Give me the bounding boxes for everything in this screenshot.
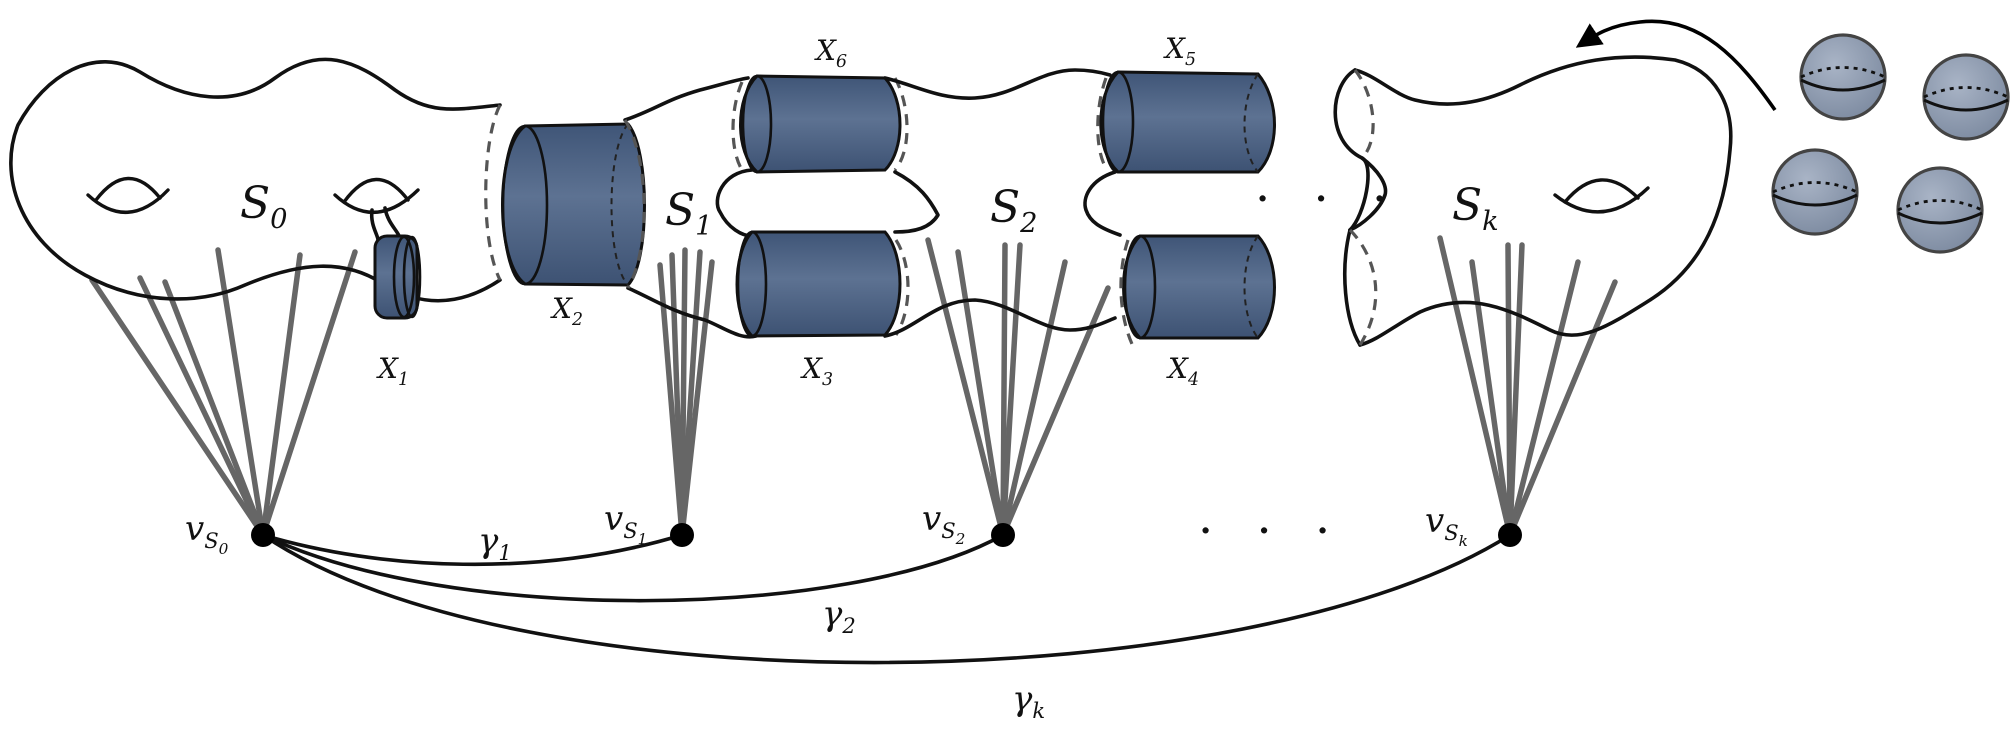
cylinder-x3	[735, 230, 910, 338]
cylinder-x4	[1119, 234, 1276, 345]
label-v-s1: vS1	[604, 499, 647, 548]
surface-ellipsis: · · ·	[1255, 171, 1401, 227]
hole-icon	[94, 176, 162, 202]
vertex-s2	[991, 523, 1015, 547]
label-x4: X4	[1166, 352, 1199, 390]
graph-edges	[261, 533, 1511, 665]
label-s0: S0	[240, 178, 288, 235]
cylinder-x5	[1096, 70, 1276, 174]
label-x1: X1	[376, 352, 409, 390]
sphere-icon	[1771, 148, 1859, 236]
hole-handle	[369, 208, 380, 242]
surface-sk	[1333, 55, 1733, 347]
cylinder-x6	[731, 74, 909, 174]
label-x3: X3	[800, 352, 833, 390]
cylinder-x2	[501, 122, 646, 287]
label-sk: Sk	[1452, 180, 1499, 237]
surface-s1-outline	[623, 76, 750, 122]
sphere-icon	[1799, 33, 1887, 121]
sphere-icon	[1896, 166, 1984, 254]
arrow-icon	[1575, 19, 1777, 112]
sphere-collection	[1575, 19, 2010, 254]
edge-gamma-1	[262, 533, 683, 567]
surface-s2-outline	[883, 68, 1112, 100]
label-gamma-1: γ1	[478, 521, 512, 565]
label-v-sk: vSk	[1425, 501, 1468, 550]
hole-icon	[1563, 178, 1640, 204]
vertex-sk	[1498, 523, 1522, 547]
boundary-circle	[623, 119, 646, 289]
surface-s0-outline	[9, 57, 502, 303]
spokes-s1	[657, 247, 715, 538]
label-x5: X5	[1163, 32, 1196, 70]
boundary-circle	[1353, 69, 1375, 160]
spokes-sk	[1437, 235, 1618, 538]
label-gamma-k: γk	[1012, 679, 1045, 723]
vertex-s0	[251, 523, 275, 547]
surface-s2	[883, 68, 1122, 338]
spokes-s2	[925, 237, 1111, 538]
surface-s1-neck	[715, 168, 754, 238]
label-x6: X6	[814, 34, 847, 72]
surface-s1	[623, 76, 758, 339]
label-s1: S1	[665, 185, 713, 242]
label-s2: S2	[990, 182, 1038, 239]
hole-icon	[342, 177, 410, 204]
label-x2: X2	[550, 292, 583, 330]
edge-gamma-2	[262, 533, 1004, 603]
vertex-ellipsis: · · ·	[1198, 503, 1344, 559]
sphere-icon	[1922, 53, 2010, 141]
vertex-s1	[670, 523, 694, 547]
surface-sk-outline	[1353, 55, 1733, 347]
hole-icon	[333, 188, 420, 215]
spokes-s0	[89, 247, 358, 538]
boundary-circle	[484, 104, 502, 281]
label-v-s2: vS2	[922, 499, 965, 548]
label-v-s0: vS0	[185, 509, 229, 558]
edge-gamma-k	[261, 533, 1511, 665]
label-gamma-2: γ2	[822, 594, 856, 638]
cylinder-x1	[373, 234, 422, 320]
